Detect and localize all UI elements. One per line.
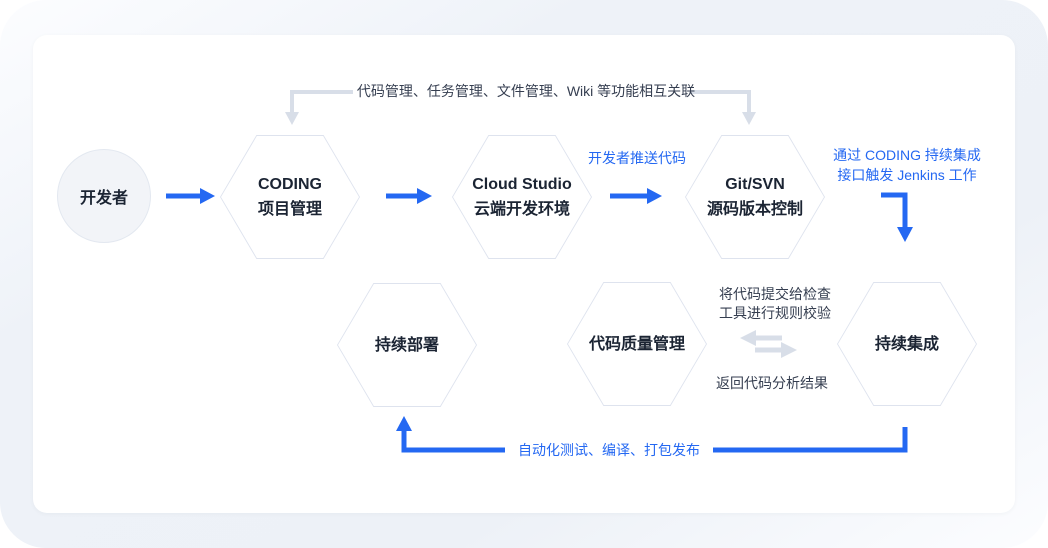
hexagon-code-quality-management: 代码质量管理 bbox=[567, 282, 707, 406]
gray-arrow-left-icon bbox=[740, 330, 782, 346]
hexagon-git-svn: Git/SVN 源码版本控制 bbox=[685, 135, 825, 259]
hexagon-label: 持续集成 bbox=[874, 335, 939, 353]
gray-arrow-right-icon bbox=[755, 342, 797, 358]
hexagon-cloud-studio: Cloud Studio 云端开发环境 bbox=[452, 135, 592, 259]
gray-elbow-right-icon bbox=[690, 90, 756, 125]
hexagon-coding-project-management: CODING 项目管理 bbox=[220, 135, 360, 259]
note-auto-build: 自动化测试、编译、打包发布 bbox=[505, 440, 713, 460]
diagram-card: 开发者 CODING 项目管理 Cloud Studio 云端开发环境 Git/… bbox=[33, 35, 1015, 513]
hexagon-label: 代码质量管理 bbox=[588, 335, 685, 353]
note-trigger-jenkins: 通过 CODING 持续集成 接口触发 Jenkins 工作 bbox=[833, 147, 981, 183]
developer-label: 开发者 bbox=[79, 190, 128, 207]
arrow-coding-to-cloudstudio-icon bbox=[386, 188, 432, 204]
arrow-dev-to-coding-icon bbox=[166, 188, 215, 204]
note-push-code: 开发者推送代码 bbox=[588, 150, 686, 166]
hexagon-label: CODING 项目管理 bbox=[257, 176, 322, 218]
hexagon-continuous-integration: 持续集成 bbox=[837, 282, 977, 406]
note-return-result: 返回代码分析结果 bbox=[716, 375, 828, 391]
elbow-arrow-gitsvn-to-ci-icon bbox=[881, 192, 913, 242]
hexagon-label: 持续部署 bbox=[374, 336, 439, 354]
hexagon-label: Git/SVN 源码版本控制 bbox=[706, 176, 803, 218]
note-submit-check: 将代码提交给检查 工具进行规则校验 bbox=[719, 286, 831, 321]
note-top-features: 代码管理、任务管理、文件管理、Wiki 等功能相互关联 bbox=[356, 83, 696, 99]
hexagon-label: Cloud Studio 云端开发环境 bbox=[472, 176, 572, 218]
hexagon-continuous-deployment: 持续部署 bbox=[337, 283, 477, 407]
gray-elbow-left-icon bbox=[285, 90, 353, 125]
arrow-cloudstudio-to-gitsvn-icon bbox=[610, 188, 662, 204]
developer-node: 开发者 bbox=[57, 149, 151, 243]
